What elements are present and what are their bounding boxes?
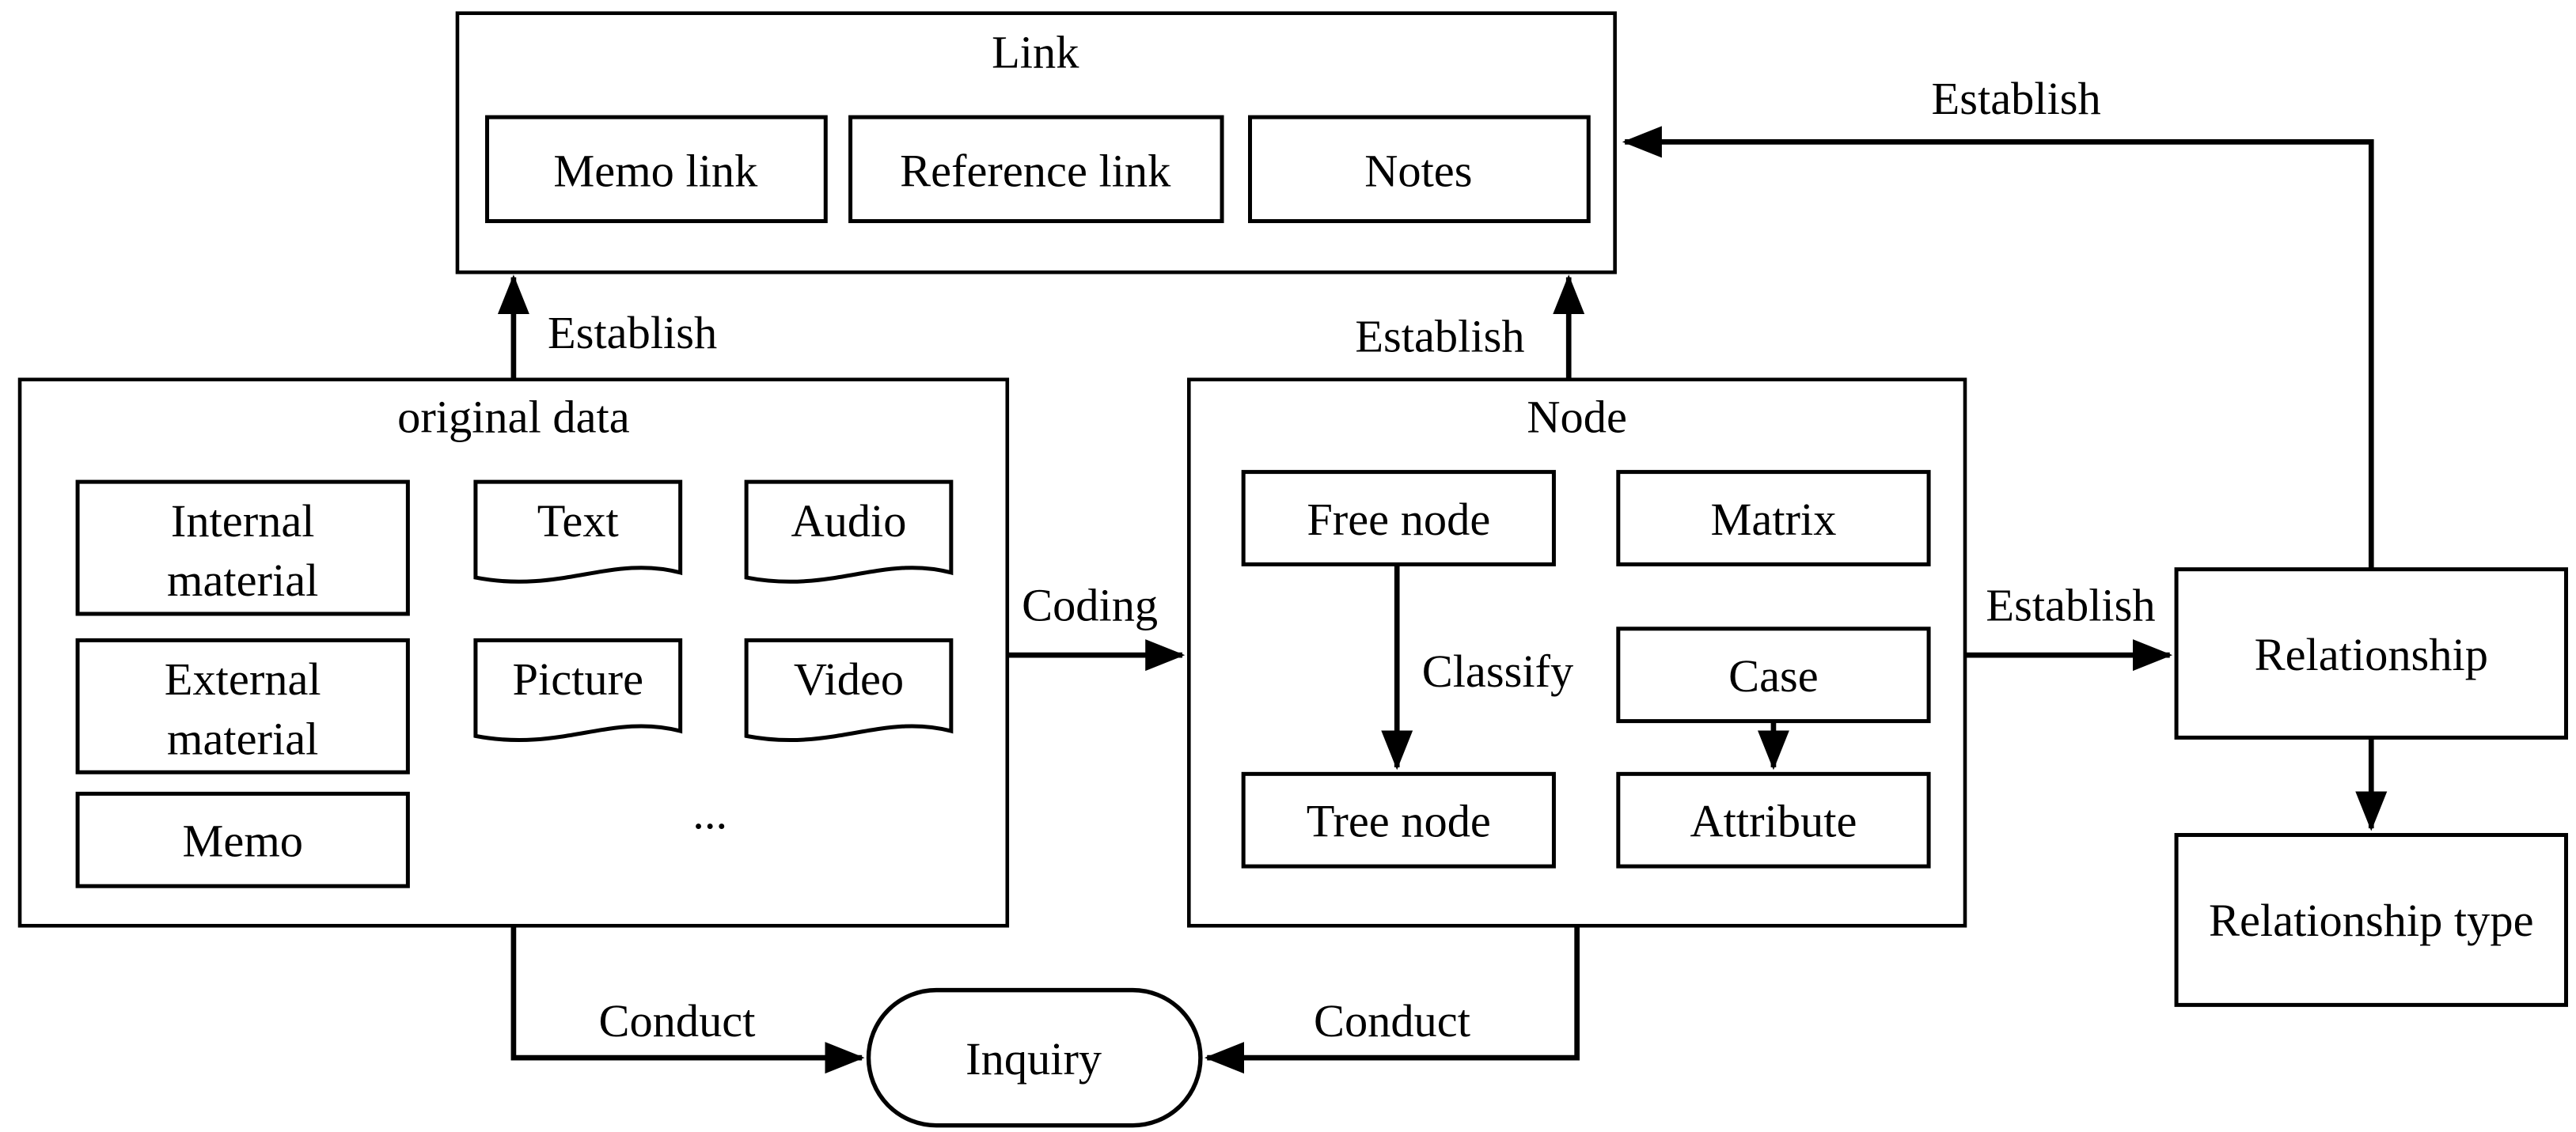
video-document-shape: [744, 638, 954, 743]
edge-label-classify: Classify: [1422, 646, 1573, 697]
memo-box: [75, 791, 410, 888]
edge-label-conduct-node: Conduct: [1314, 995, 1470, 1047]
relationship-label: Relationship: [2255, 629, 2488, 680]
external-material-label-line1: External: [165, 653, 321, 705]
internal-material-label-line2: material: [167, 555, 318, 606]
link-container-title: Link: [992, 27, 1079, 78]
inquiry-label: Inquiry: [966, 1033, 1102, 1085]
reference-link-label: Reference link: [900, 146, 1171, 197]
edge-label-coding: Coding: [1022, 579, 1158, 630]
tree-node-box: [1241, 771, 1556, 869]
attribute-label: Attribute: [1690, 796, 1857, 847]
matrix-box: [1616, 470, 1931, 566]
attribute-box: [1616, 771, 1931, 869]
audio-document-label: Audio: [791, 495, 906, 547]
edge-label-establish-node-to-link: Establish: [1355, 310, 1524, 362]
edge-label-establish-node-to-relationship: Establish: [1986, 579, 2155, 630]
internal-material-box: [75, 479, 410, 616]
arrow-establish-relationship-to-link: [1622, 126, 2374, 570]
memo-label: Memo: [182, 816, 303, 867]
free-node-label: Free node: [1307, 494, 1490, 545]
edge-label-establish-relationship-to-link: Establish: [1932, 73, 2101, 124]
memo-link-label: Memo link: [553, 146, 758, 197]
inquiry-stadium: [866, 987, 1203, 1128]
external-material-box: [75, 638, 410, 774]
text-document-label: Text: [537, 495, 619, 547]
case-label: Case: [1728, 650, 1819, 702]
memo-link-box: [485, 115, 828, 224]
internal-material-label-line1: Internal: [171, 495, 315, 547]
case-box: [1616, 627, 1931, 724]
node-container-title: Node: [1527, 392, 1627, 443]
ellipsis-label: ...: [692, 787, 727, 839]
edge-label-establish-original-to-link: Establish: [548, 307, 717, 358]
audio-document-shape: [744, 479, 954, 584]
edge-label-conduct-original: Conduct: [599, 995, 756, 1047]
video-document-label: Video: [794, 653, 904, 705]
arrow-conduct-original-to-inquiry: [510, 926, 865, 1074]
text-document-shape: [473, 479, 683, 584]
picture-document-shape: [473, 638, 683, 743]
relationship-type-label: Relationship type: [2209, 895, 2533, 946]
picture-document-label: Picture: [513, 653, 643, 705]
notes-label: Notes: [1364, 146, 1472, 197]
reference-link-box: [848, 115, 1224, 224]
external-material-label-line2: material: [167, 713, 318, 764]
relationship-box: [2174, 567, 2568, 740]
free-node-box: [1241, 470, 1556, 566]
relationship-type-box: [2174, 833, 2568, 1007]
notes-box: [1248, 115, 1591, 224]
arrow-conduct-node-to-inquiry: [1204, 926, 1580, 1074]
tree-node-label: Tree node: [1307, 796, 1491, 847]
matrix-label: Matrix: [1710, 494, 1836, 545]
original-data-container-title: original data: [397, 392, 630, 443]
